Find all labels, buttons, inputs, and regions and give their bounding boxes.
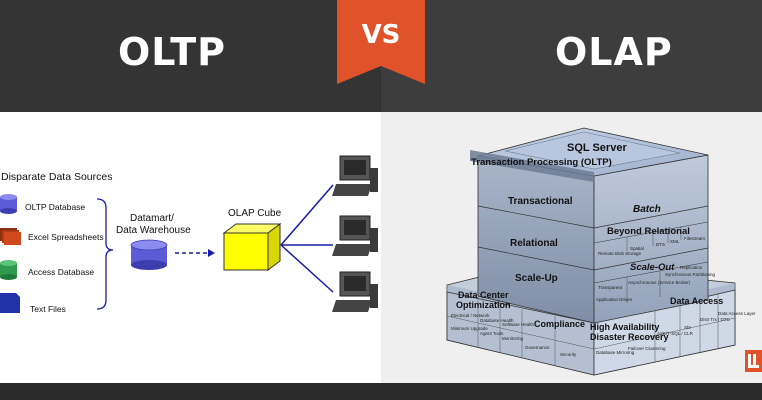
sources-title: Disparate Data Sources: [1, 171, 113, 183]
flow-arrowhead: [208, 249, 215, 257]
layer-relational: Relational: [510, 238, 558, 249]
base-item-electrical: Electrical / Network: [451, 313, 490, 318]
base-item-monitoring: Monitoring: [502, 336, 524, 341]
footer-bar: [0, 383, 762, 400]
datamart-label-line1: Datamart/: [130, 213, 174, 224]
desktop-computer-icon-1: [332, 155, 378, 196]
olap-cube-icon: [222, 223, 282, 271]
layer-scale-out: Scale-Out: [630, 262, 675, 273]
small-synchronous: Synchronous Partitioning: [665, 272, 716, 277]
base-item-agent-tools: Agent Tools: [480, 331, 504, 336]
ha-shr: Shr: [684, 325, 692, 330]
small-dts: DTS: [656, 242, 665, 247]
layer-batch: Batch: [633, 204, 661, 215]
oltp-diagram: [0, 155, 378, 313]
datamart-label: Datamart/ Data Warehouse: [116, 213, 191, 237]
desktop-computer-icon-3: [332, 271, 378, 312]
sql-server-label: SQL Server: [567, 142, 627, 154]
compliance-governance: Governance: [525, 345, 550, 350]
data-access-label: Data Access: [670, 296, 724, 306]
small-xml: XML: [670, 239, 680, 244]
small-asynchronous: Asynchronous (Service Broker): [628, 280, 691, 285]
oltp-title: OLTP: [118, 30, 226, 74]
small-application-driven: Application Driven: [596, 297, 633, 302]
small-transparent: Transparent: [598, 285, 623, 290]
datamart-database-icon: [130, 239, 168, 270]
brand-logo-icon: [745, 350, 762, 372]
olap-cube-label: OLAP Cube: [228, 208, 282, 219]
sources-brace: [96, 198, 114, 310]
high-availability-label: High Availability Disaster Recovery: [590, 322, 669, 342]
ha-ase-tsql: ASE/T-SQL / CLR: [657, 331, 693, 336]
ha-database-mirroring: Database Mirroring: [596, 350, 635, 355]
sql-server-cube-diagram: [446, 127, 736, 376]
oltp-database-icon: [0, 194, 17, 214]
header-right-band: [381, 0, 762, 112]
excel-spreadsheets-icon: [0, 228, 21, 245]
datamart-label-line2: Data Warehouse: [116, 225, 191, 236]
ha-line1: High Availability: [590, 322, 660, 332]
vs-label: VS: [361, 20, 401, 50]
transaction-processing-label: Transaction Processing (OLTP): [471, 157, 612, 168]
source-label-excel: Excel Spreadsheets: [28, 232, 104, 242]
ha-failover-clustering: Failover Clustering: [628, 346, 666, 351]
layer-transactional: Transactional: [508, 196, 573, 207]
compliance-label: Compliance: [534, 319, 586, 329]
dco-line1: Data Center: [457, 290, 509, 300]
layer-scale-up: Scale-Up: [515, 273, 558, 284]
ha-line2: Disaster Recovery: [590, 332, 669, 342]
base-item-software-health: Software Health: [502, 322, 535, 327]
source-label-access: Access Database: [28, 267, 95, 277]
olap-title: OLAP: [555, 30, 673, 74]
oltp-panel: [0, 112, 381, 383]
base-item-minimum-upgrade: Minimum Upgrade: [451, 326, 488, 331]
layer-beyond-relational: Beyond Relational: [607, 226, 690, 237]
fanout-line-1: [280, 184, 334, 246]
data-center-optimization-label: Data Center Optimization: [456, 290, 511, 310]
small-filestream: Filestream: [684, 236, 706, 241]
dco-line2: Optimization: [456, 300, 511, 310]
source-label-text: Text Files: [30, 304, 66, 314]
fanout-line-3: [280, 244, 334, 293]
small-spatial: Spatial: [630, 246, 644, 251]
access-database-icon: [0, 260, 17, 280]
small-remote-blob: Remote Blob Storage: [598, 251, 642, 256]
header-left-band: [0, 0, 381, 112]
base-item-database-health: Database Health: [480, 318, 514, 323]
vs-badge: [337, 0, 425, 84]
source-label-oltp: OLTP Database: [25, 202, 86, 212]
ha-distr-trx: Distr Trx / DTC: [700, 317, 730, 322]
text-files-icon: [0, 293, 20, 313]
desktop-computer-icon-2: [332, 215, 378, 256]
cube-body: [470, 127, 709, 324]
small-replication: Replication: [680, 265, 703, 270]
ha-data-access-layer: Data Access Layer: [718, 311, 756, 316]
compliance-security: Security: [560, 352, 577, 357]
